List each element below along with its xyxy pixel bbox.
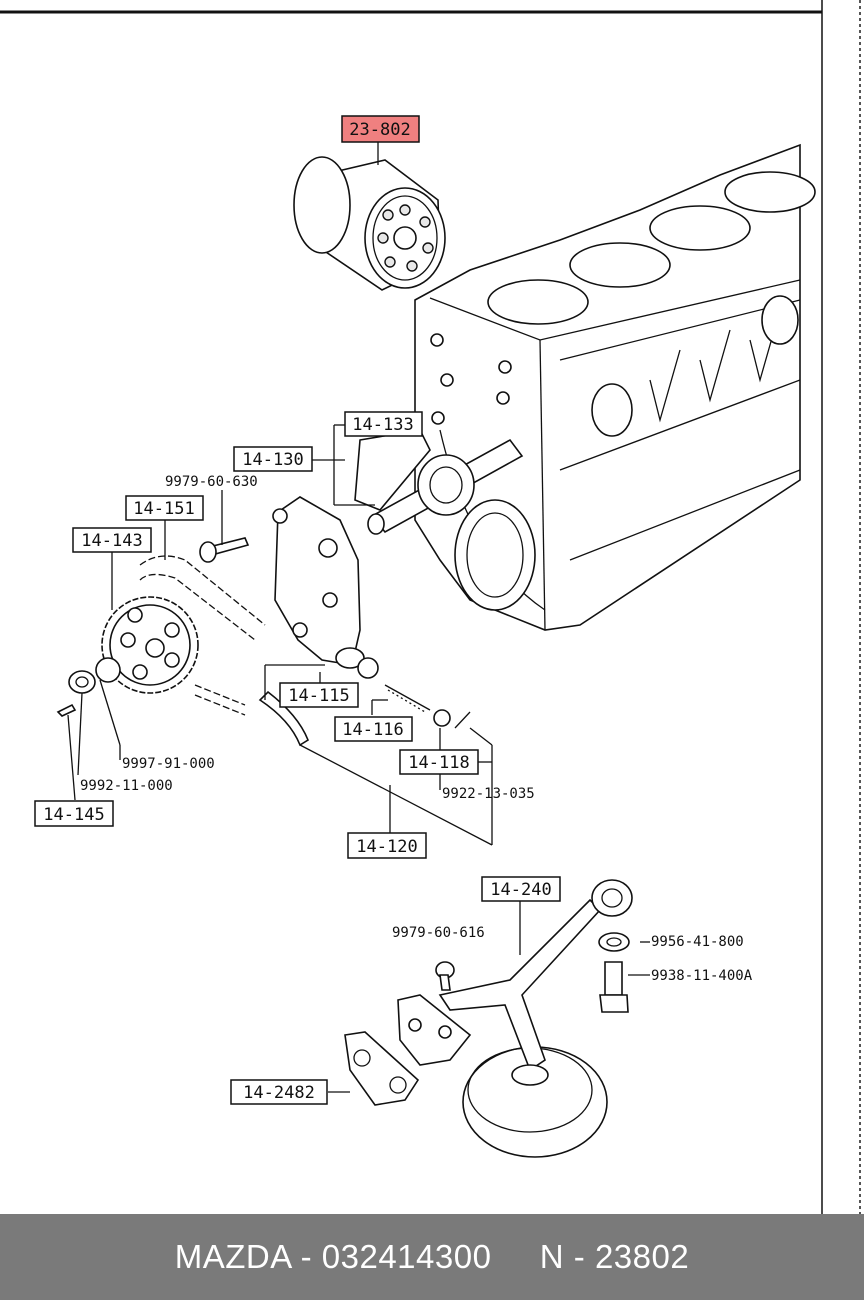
- svg-text:14-116: 14-116: [342, 720, 403, 740]
- label-9992-11-000: 9992-11-000: [80, 778, 173, 794]
- svg-text:14-118: 14-118: [408, 753, 469, 773]
- label-14-151: 14-151: [125, 495, 204, 521]
- svg-text:14-151: 14-151: [133, 499, 194, 519]
- drive-shaft: [354, 429, 524, 535]
- footer-part-number: MAZDA - 032414300 N - 23802: [174, 1238, 690, 1275]
- label-14-133: 14-133: [344, 411, 423, 437]
- label-9979-60-616: 9979-60-616: [392, 925, 485, 941]
- label-9997-91-000: 9997-91-000: [122, 756, 215, 772]
- label-9922-13-035: 9922-13-035: [442, 786, 535, 802]
- label-14-120: 14-120: [347, 832, 427, 859]
- label-9938-11-400A: 9938-11-400A: [651, 968, 753, 984]
- label-14-130: 14-130: [233, 446, 313, 472]
- nut-and-washer: [56, 657, 121, 717]
- footer-bar: MAZDA - 032414300 N - 23802: [0, 1214, 864, 1300]
- svg-text:14-130: 14-130: [242, 450, 303, 470]
- label-9956-41-800: 9956-41-800: [651, 934, 744, 950]
- parts-diagram: 23-802 14-133 14-130 9979-60-630 14-151 …: [0, 0, 861, 1214]
- label-14-118: 14-118: [399, 749, 479, 775]
- label-14-240: 14-240: [481, 876, 561, 902]
- oil-pickup-assembly: [397, 879, 633, 1158]
- timing-chain: [139, 555, 266, 716]
- label-14-115: 14-115: [279, 682, 359, 708]
- leader-lines: [67, 142, 650, 1093]
- svg-text:14-145: 14-145: [43, 805, 104, 825]
- label-14-145: 14-145: [34, 800, 114, 827]
- gasket-14-2482: [344, 1031, 420, 1106]
- engine-block: [414, 143, 816, 631]
- svg-text:14-120: 14-120: [356, 837, 417, 857]
- washer-9956-41-800: [598, 932, 630, 952]
- sprocket: [101, 596, 199, 694]
- svg-text:23-802: 23-802: [349, 120, 410, 140]
- svg-text:14-143: 14-143: [81, 531, 142, 551]
- svg-text:14-240: 14-240: [490, 880, 551, 900]
- relief-valve-parts: [357, 657, 471, 729]
- svg-text:14-133: 14-133: [352, 415, 413, 435]
- oil-pump-body: [272, 496, 365, 669]
- svg-text:14-2482: 14-2482: [243, 1083, 315, 1103]
- label-14-2482: 14-2482: [230, 1079, 328, 1105]
- label-14-143: 14-143: [72, 527, 152, 553]
- svg-text:14-115: 14-115: [288, 686, 349, 706]
- bolt-9979-60-630: [199, 537, 250, 563]
- oil-filter: [293, 156, 446, 291]
- label-14-116: 14-116: [334, 716, 413, 742]
- banjo-bolt-9938-11-400A: [599, 961, 629, 1013]
- label-23-802: 23-802: [341, 115, 420, 143]
- bolt-9979-60-616: [435, 961, 455, 991]
- label-9979-60-630: 9979-60-630: [165, 474, 258, 490]
